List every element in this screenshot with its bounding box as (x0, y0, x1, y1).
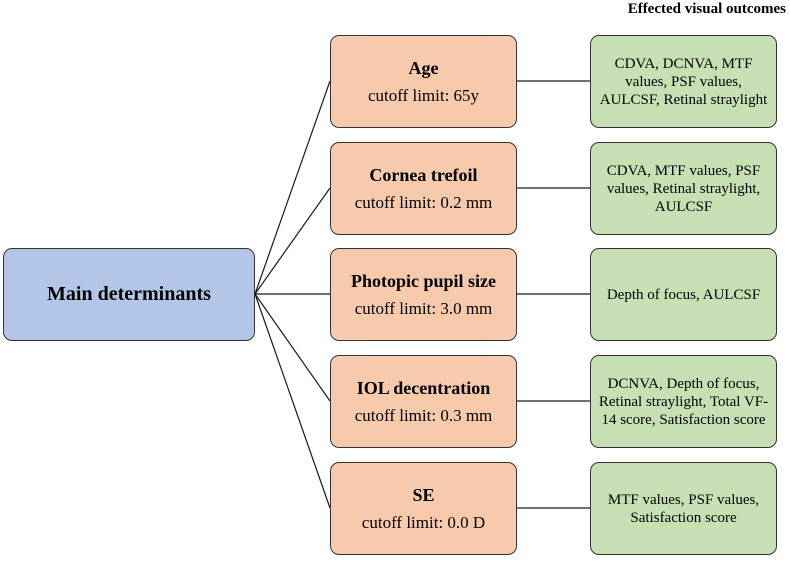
determinant-box-photopic-pupil-size: Photopic pupil size cutoff limit: 3.0 mm (330, 248, 517, 341)
determinant-name: SE (412, 484, 435, 505)
outcome-box-age: CDVA, DCNVA, MTF values, PSF values, AUL… (590, 35, 777, 128)
fan-connector-1 (254, 187, 331, 295)
fan-connector-4 (254, 293, 331, 509)
outcome-box-photopic-pupil-size: Depth of focus, AULCSF (590, 248, 777, 341)
outcome-text: MTF values, PSF values, Satisfaction sco… (607, 491, 760, 526)
determinant-box-iol-decentration: IOL decentration cutoff limit: 0.3 mm (330, 355, 517, 448)
determinant-name: Cornea trefoil (369, 164, 478, 185)
determinant-name: Photopic pupil size (350, 270, 497, 291)
fan-connector-3 (254, 293, 331, 402)
outcomes-header: Effected visual outcomes (627, 1, 786, 17)
main-determinants-box: Main determinants (3, 248, 255, 341)
outcome-box-se: MTF values, PSF values, Satisfaction sco… (590, 462, 777, 555)
determinant-cutoff: cutoff limit: 0.3 mm (354, 405, 493, 425)
determinant-box-cornea-trefoil: Cornea trefoil cutoff limit: 0.2 mm (330, 142, 517, 235)
outcome-box-iol-decentration: DCNVA, Depth of focus, Retinal strayligh… (590, 355, 777, 448)
determinant-cutoff: cutoff limit: 3.0 mm (354, 298, 493, 318)
outcome-box-cornea-trefoil: CDVA, MTF values, PSF values, Retinal st… (590, 142, 777, 235)
determinant-cutoff: cutoff limit: 65y (367, 85, 480, 105)
outcome-text: CDVA, MTF values, PSF values, Retinal st… (606, 162, 761, 215)
determinant-cutoff: cutoff limit: 0.2 mm (354, 192, 493, 212)
determinant-cutoff: cutoff limit: 0.0 D (361, 512, 486, 532)
main-determinants-label: Main determinants (47, 283, 211, 305)
determinant-box-se: SE cutoff limit: 0.0 D (330, 462, 517, 555)
fan-connector-0 (254, 80, 331, 295)
outcome-text: CDVA, DCNVA, MTF values, PSF values, AUL… (599, 55, 768, 108)
determinant-box-age: Age cutoff limit: 65y (330, 35, 517, 128)
determinant-name: IOL decentration (356, 377, 491, 398)
determinant-name: Age (408, 57, 439, 78)
outcome-text: Depth of focus, AULCSF (606, 286, 761, 303)
outcome-text: DCNVA, Depth of focus, Retinal strayligh… (598, 375, 769, 428)
